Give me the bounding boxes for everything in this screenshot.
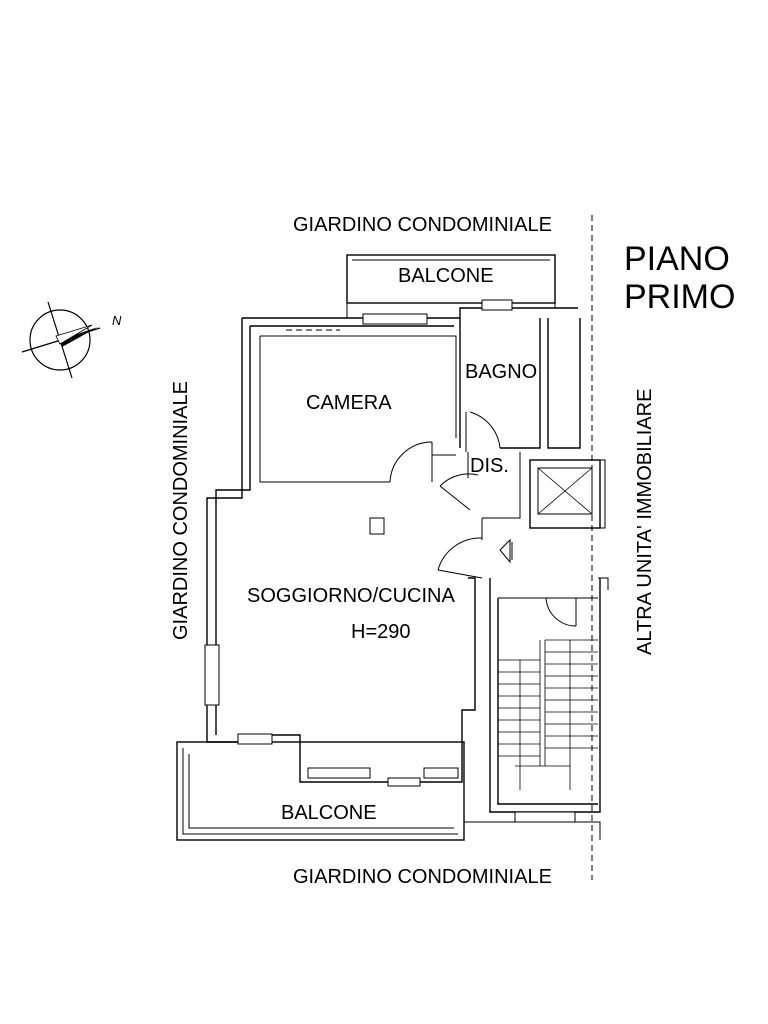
label-right-unit: ALTRA UNITA' IMMOBILIARE bbox=[634, 389, 656, 655]
compass-icon: N bbox=[21, 301, 122, 379]
doors bbox=[286, 329, 577, 627]
room-labels: BALCONE CAMERA BAGNO DIS. SOGGIORNO/CUCI… bbox=[247, 265, 537, 824]
outer-walls bbox=[176, 254, 609, 841]
title-line-2: PRIMO bbox=[624, 278, 735, 316]
room-camera: CAMERA bbox=[306, 392, 392, 414]
label-left-garden: GIARDINO CONDOMINIALE bbox=[170, 381, 192, 640]
room-balcone-top: BALCONE bbox=[398, 265, 494, 287]
room-height: H=290 bbox=[351, 621, 411, 643]
room-dis: DIS. bbox=[470, 455, 509, 477]
windows bbox=[204, 299, 576, 823]
plan-title: PIANO PRIMO bbox=[624, 240, 735, 316]
stair-treads bbox=[498, 639, 598, 790]
title-line-1: PIANO bbox=[624, 240, 730, 278]
room-balcone-bottom: BALCONE bbox=[281, 802, 377, 824]
room-soggiorno: SOGGIORNO/CUCINA bbox=[247, 585, 455, 607]
room-bagno: BAGNO bbox=[465, 361, 537, 383]
lift-shaft bbox=[529, 459, 601, 529]
balcony-bottom bbox=[176, 741, 465, 841]
north-label: N bbox=[112, 313, 122, 328]
label-bottom-garden: GIARDINO CONDOMINIALE bbox=[293, 866, 552, 888]
label-top-garden: GIARDINO CONDOMINIALE bbox=[293, 214, 552, 236]
